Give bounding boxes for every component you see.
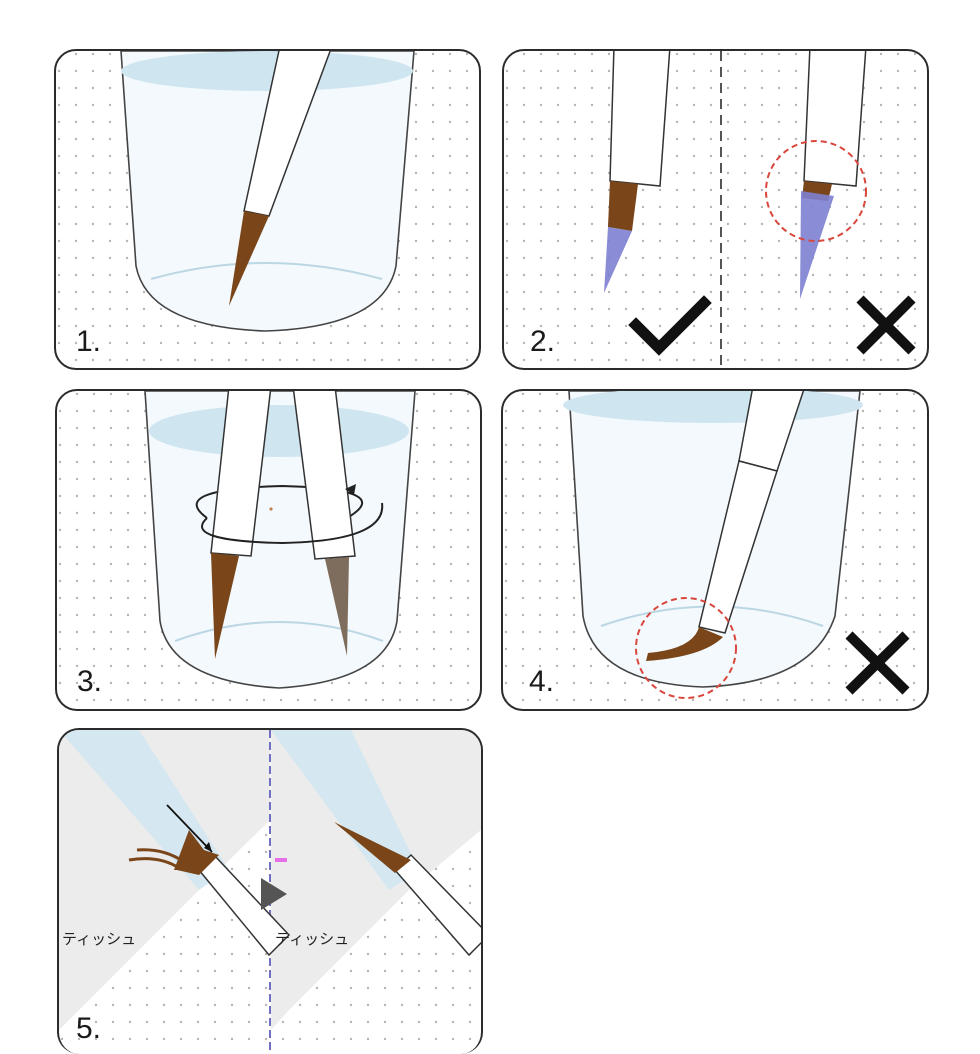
step-5-panel: ティッシュ ティッシュ 5. [57,728,483,1054]
step-number: 2. [530,325,556,358]
highlight-circle [765,140,867,242]
step-2-panel: 2. [502,49,929,370]
step-2-illustration [504,51,927,368]
step-4-illustration [503,391,927,709]
swirl-path [195,484,363,519]
step-number: 4. [529,665,555,698]
brush-rotating-left [210,391,272,659]
step-number: 1. [76,325,102,358]
cross-mark-icon [845,631,910,695]
highlight-circle [635,597,737,699]
brush-bristles [229,211,269,306]
brush-pressed [646,391,805,661]
brush-correct [604,51,671,293]
step-1-illustration [56,51,479,368]
step-1-panel: 1. [54,49,481,370]
brush-pointed [334,822,481,957]
step-3-panel: 3. [55,389,482,711]
step-3-illustration [57,391,480,709]
arrow-down-right-icon [166,804,213,853]
rotation-arrow-icon [345,484,356,495]
step-5-illustration [59,730,481,1054]
water-surface [149,405,409,457]
water-surface [121,51,413,91]
brush-splayed [128,830,291,957]
brush-rotating-right [292,391,356,656]
brush [229,51,331,306]
check-mark-icon [628,295,712,356]
tissue-label-left: ティッシュ [62,930,137,948]
tissue-left [59,730,270,1030]
water-glass [568,391,861,688]
cross-mark-icon [856,295,916,355]
step-number: 5. [76,1012,102,1045]
step-4-panel: 4. [501,389,929,711]
brush-incorrect [800,51,867,299]
tissue-right [271,730,481,1030]
bent-bristles [646,627,723,661]
tissue-label-right: ティッシュ [275,930,350,948]
step-number: 3. [77,665,103,698]
play-triangle-icon [261,878,287,910]
